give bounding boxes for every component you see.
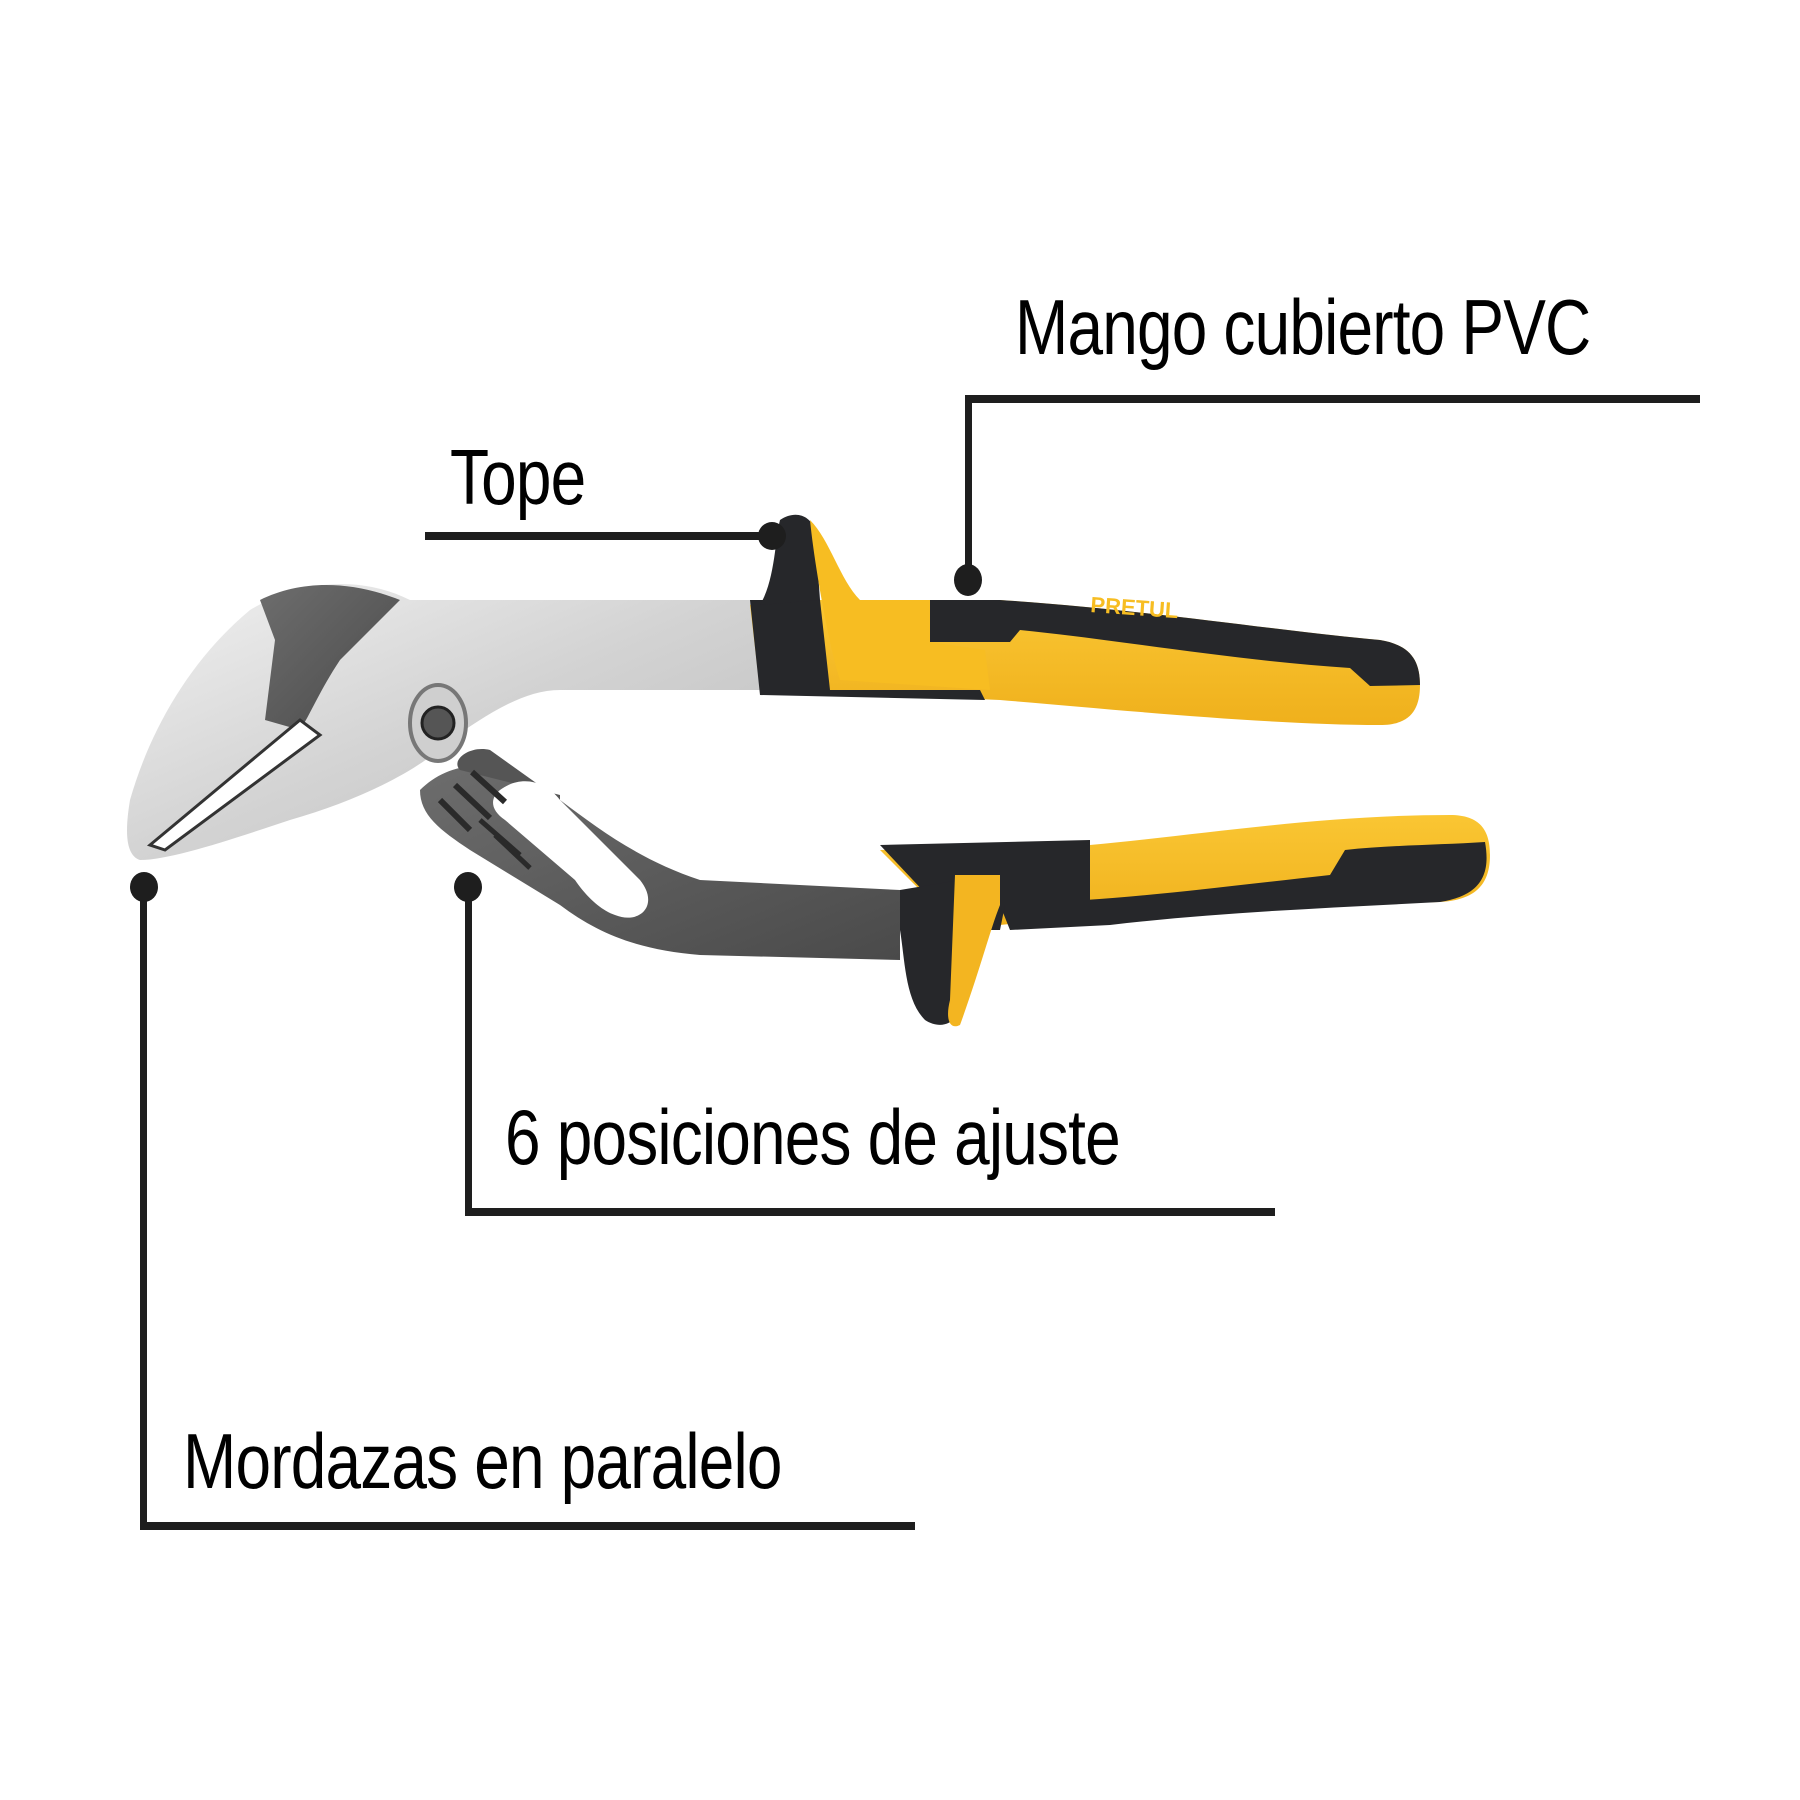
leader-stop bbox=[425, 522, 786, 550]
leader-jaws bbox=[130, 872, 915, 1530]
callout-label-jaws: Mordazas en paralelo bbox=[183, 1417, 783, 1505]
pivot-nut bbox=[408, 683, 468, 763]
upper-handle-grip: PRETUL bbox=[750, 514, 1420, 725]
leader-handle bbox=[954, 395, 1700, 596]
callout-label-stop: Tope bbox=[450, 433, 586, 521]
callout-label-handle: Mango cubierto PVC bbox=[1015, 283, 1591, 371]
lower-arm bbox=[420, 749, 900, 960]
callout-label-adjust: 6 posiciones de ajuste bbox=[505, 1093, 1121, 1181]
lower-handle-grip bbox=[880, 815, 1490, 1027]
leader-adjust bbox=[454, 872, 1275, 1216]
brand-mark: PRETUL bbox=[1090, 592, 1180, 623]
